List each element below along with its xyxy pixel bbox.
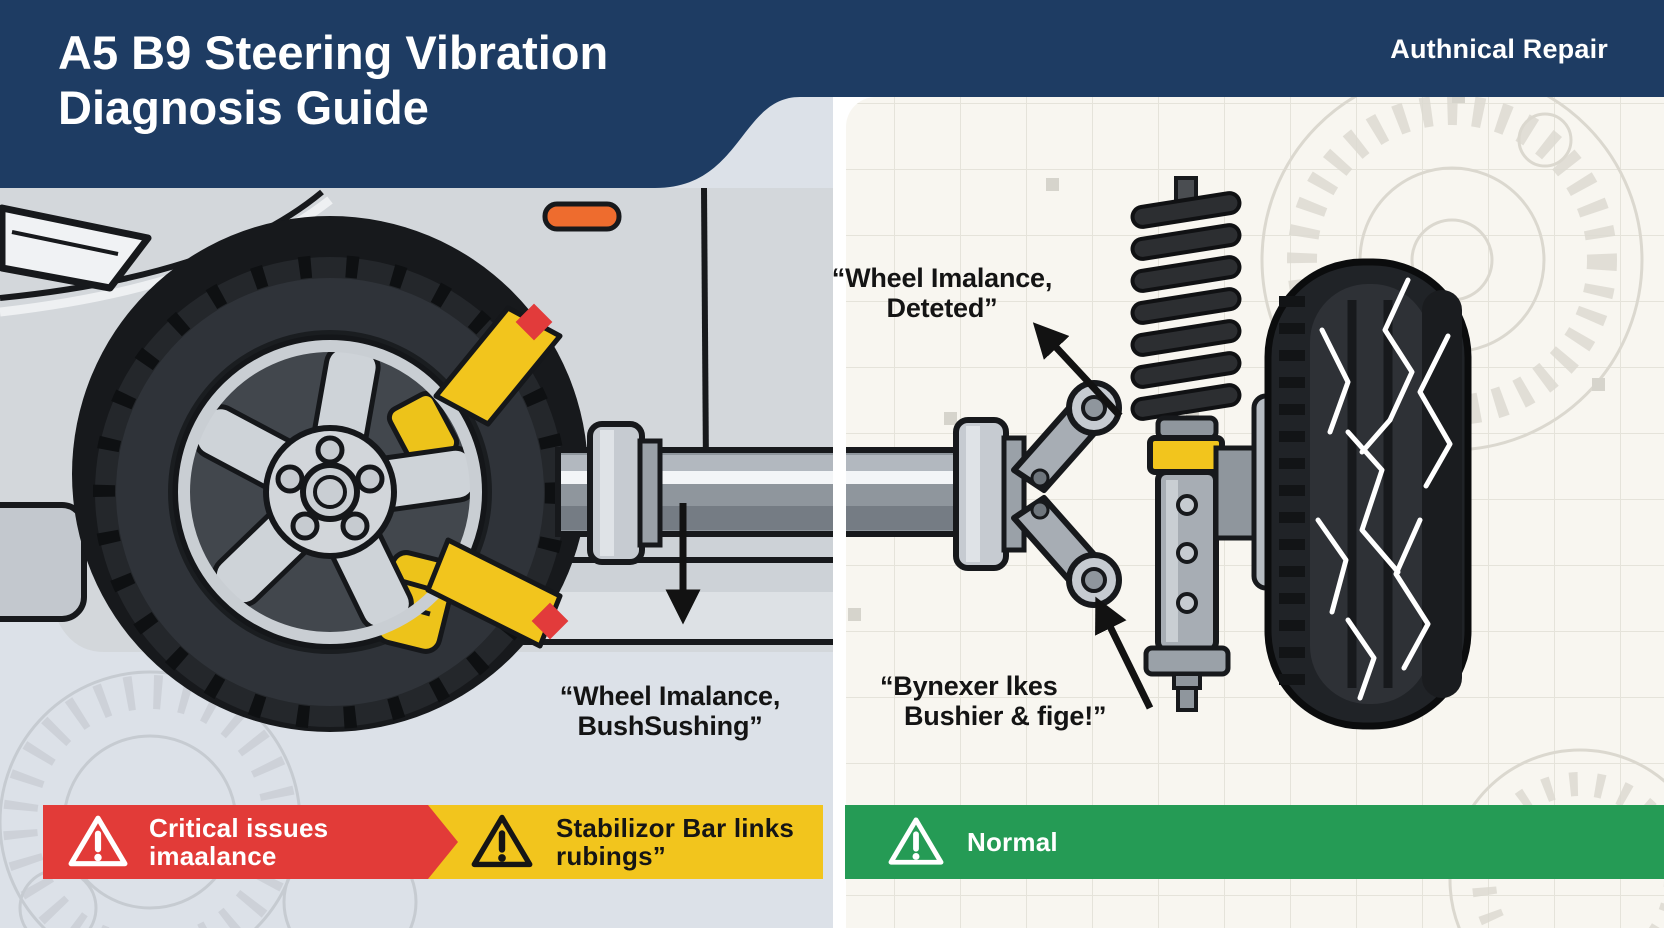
caption-wheel-imbalance-left: “Wheel Imalance, BushSushing” — [505, 681, 835, 741]
warning-triangle-icon — [67, 814, 129, 870]
warning-banner-text: Stabilizor Bar links rubings” — [556, 814, 794, 870]
warning-banner-line2: rubings” — [556, 841, 666, 871]
header-band — [0, 0, 1664, 188]
page-title-line2: Diagnosis Guide — [58, 80, 429, 134]
caption-rb-line2: Bushier & fige!” — [904, 700, 1107, 731]
caption-rb-line1: “Bynexer lkes — [880, 671, 1058, 701]
critical-banner-line1: Critical issues — [149, 812, 329, 843]
warning-banner: Stabilizor Bar links rubings” — [424, 805, 823, 879]
caption-left-line2: BushSushing” — [577, 710, 763, 741]
caption-rt-line2: Deteted” — [886, 292, 998, 323]
caption-left-line1: “Wheel Imalance, — [559, 681, 781, 711]
right-panel-grid-background — [846, 97, 1664, 928]
caption-rt-line1: “Wheel Imalance, — [831, 263, 1053, 293]
critical-banner-text: Critical issues imaalance — [149, 814, 328, 870]
warning-banner-line1: Stabilizor Bar links — [556, 812, 795, 843]
page-title: A5 B9 Steering Vibration Diagnosis Guide — [58, 26, 818, 135]
warning-triangle-icon — [471, 814, 533, 868]
caption-bushing-right: “Bynexer lkes Bushier & fige!” — [880, 671, 1200, 731]
normal-banner-label: Normal — [967, 826, 1058, 857]
normal-banner: Normal — [845, 805, 1664, 879]
page-title-line1: A5 B9 Steering Vibration — [58, 26, 609, 79]
critical-banner: Critical issues imaalance — [43, 805, 458, 879]
caption-wheel-imbalance-detected: “Wheel Imalance, Deteted” — [812, 263, 1072, 323]
critical-banner-line2: imaalance — [149, 841, 277, 871]
panel-divider — [833, 0, 846, 928]
warning-triangle-icon — [888, 817, 944, 865]
brand-name: Authnical Repair — [1390, 34, 1608, 64]
